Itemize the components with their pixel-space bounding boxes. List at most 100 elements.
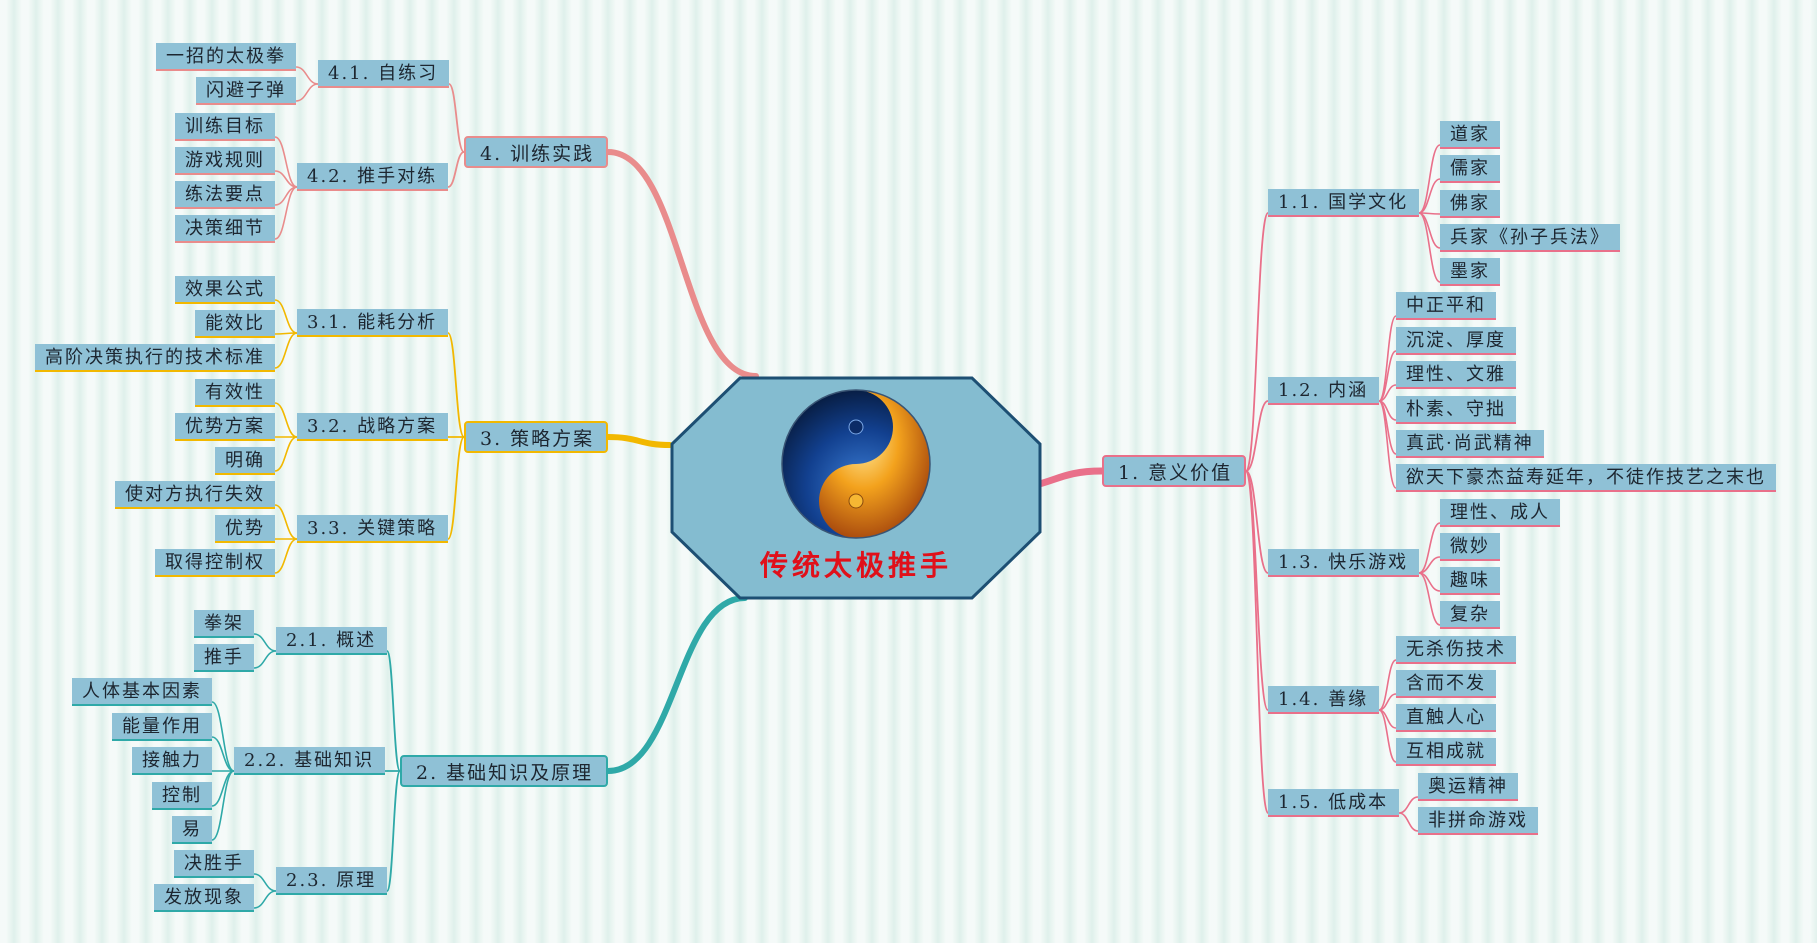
connector-b1-2-2 [1378, 350, 1397, 402]
leaf-b4-2-4[interactable]: 决策细节 [175, 215, 275, 243]
topic-b4[interactable]: 4. 训练实践 [464, 136, 608, 168]
leaf-b3-1-2[interactable]: 能效比 [195, 310, 275, 338]
leaf-b1-5-1[interactable]: 奥运精神 [1418, 773, 1518, 801]
connector-b1-2-6 [1378, 400, 1397, 489]
leaf-b4-2-2[interactable]: 游戏规则 [175, 147, 275, 175]
leaf-b1-2-4[interactable]: 朴素、守拙 [1396, 396, 1516, 424]
topic-b2[interactable]: 2. 基础知识及原理 [400, 755, 608, 787]
central-topic-title: 传统太极推手 [759, 549, 952, 582]
subtopic-b2-2[interactable]: 2.2. 基础知识 [234, 747, 385, 775]
subtopic-b2-3[interactable]: 2.3. 原理 [276, 867, 387, 895]
leaf-b1-1-5[interactable]: 墨家 [1440, 258, 1500, 286]
leaf-b1-1-4[interactable]: 兵家《孙子兵法》 [1440, 224, 1620, 252]
central-topic-shape [670, 376, 1042, 600]
connector-b2-3 [386, 770, 401, 892]
leaf-b1-3-1[interactable]: 理性、成人 [1440, 499, 1560, 527]
connector-b2-2-1 [211, 701, 235, 772]
yin-yang-icon [781, 389, 931, 539]
subtopic-b2-1[interactable]: 2.1. 概述 [276, 627, 387, 655]
subtopic-b1-5[interactable]: 1.5. 低成本 [1268, 789, 1399, 817]
connector-b1-3-4 [1418, 572, 1441, 626]
leaf-b1-1-3[interactable]: 佛家 [1440, 190, 1500, 218]
connector-b3-2-1 [274, 402, 298, 438]
leaf-b1-1-1[interactable]: 道家 [1440, 121, 1500, 149]
connector-b3-1 [447, 332, 465, 438]
subtopic-b1-1[interactable]: 1.1. 国学文化 [1268, 189, 1419, 217]
leaf-b3-2-3[interactable]: 明确 [215, 447, 275, 475]
leaf-b1-2-2[interactable]: 沉淀、厚度 [1396, 327, 1516, 355]
leaf-b2-2-2[interactable]: 能量作用 [112, 713, 212, 741]
central-topic[interactable]: 传统太极推手 [670, 376, 1042, 600]
connector-b4-2-4 [274, 186, 298, 240]
connector-b2-2-2 [211, 736, 235, 772]
leaf-b1-4-2[interactable]: 含而不发 [1396, 670, 1496, 698]
leaf-b3-3-3[interactable]: 取得控制权 [155, 549, 275, 577]
leaf-b4-2-1[interactable]: 训练目标 [175, 113, 275, 141]
subtopic-b1-3[interactable]: 1.3. 快乐游戏 [1268, 549, 1419, 577]
leaf-b1-2-6[interactable]: 欲天下豪杰益寿延年，不徒作技艺之末也 [1396, 464, 1776, 492]
connector-b1-3-1 [1418, 522, 1441, 574]
leaf-b1-1-2[interactable]: 儒家 [1440, 155, 1500, 183]
connector-b2 [605, 595, 748, 774]
connector-b1-4-4 [1378, 709, 1397, 763]
topic-b3[interactable]: 3. 策略方案 [464, 421, 608, 453]
leaf-b2-1-1[interactable]: 拳架 [194, 610, 254, 638]
connector-b1-4 [1245, 470, 1269, 711]
leaf-b2-2-5[interactable]: 易 [172, 816, 212, 844]
leaf-b3-2-2[interactable]: 优势方案 [175, 413, 275, 441]
leaf-b2-3-2[interactable]: 发放现象 [154, 884, 254, 912]
connector-b4-1-1 [295, 66, 319, 85]
connector-b1-1-2 [1418, 178, 1441, 214]
connector-b3-3 [447, 436, 465, 540]
connector-b3-3-1 [274, 504, 298, 540]
leaf-b3-3-2[interactable]: 优势 [215, 515, 275, 543]
subtopic-b3-1[interactable]: 3.1. 能耗分析 [297, 309, 448, 337]
leaf-b1-4-4[interactable]: 互相成就 [1396, 738, 1496, 766]
leaf-b3-2-1[interactable]: 有效性 [195, 379, 275, 407]
connector-b1-5 [1245, 470, 1269, 814]
connector-b3-2-3 [274, 436, 298, 472]
subtopic-b4-1[interactable]: 4.1. 自练习 [318, 60, 449, 88]
leaf-b4-1-1[interactable]: 一招的太极拳 [156, 43, 296, 71]
connector-b3-1-3 [274, 332, 298, 369]
leaf-b1-4-3[interactable]: 直触人心 [1396, 704, 1496, 732]
leaf-b2-3-1[interactable]: 决胜手 [174, 850, 254, 878]
leaf-b4-2-3[interactable]: 练法要点 [175, 181, 275, 209]
subtopic-b3-3[interactable]: 3.3. 关键策略 [297, 515, 448, 543]
subtopic-b4-2[interactable]: 4.2. 推手对练 [297, 163, 448, 191]
leaf-b1-5-2[interactable]: 非拼命游戏 [1418, 807, 1538, 835]
leaf-b1-2-5[interactable]: 真武·尚武精神 [1396, 430, 1544, 458]
leaf-b1-2-3[interactable]: 理性、文雅 [1396, 361, 1516, 389]
subtopic-b3-2[interactable]: 3.2. 战略方案 [297, 413, 448, 441]
topic-b1[interactable]: 1. 意义价值 [1102, 455, 1246, 487]
connector-b3-3-3 [274, 538, 298, 574]
leaf-b2-2-3[interactable]: 接触力 [132, 747, 212, 775]
leaf-b2-2-4[interactable]: 控制 [152, 782, 212, 810]
leaf-b2-2-1[interactable]: 人体基本因素 [72, 678, 212, 706]
connector-b4-2-1 [274, 136, 298, 188]
subtopic-b1-2[interactable]: 1.2. 内涵 [1268, 377, 1379, 405]
connector-b1-1-5 [1418, 212, 1441, 283]
leaf-b1-3-2[interactable]: 微妙 [1440, 533, 1500, 561]
connector-b4-1 [448, 83, 465, 153]
connector-b2-3-2 [253, 890, 277, 909]
connector-b1-1-1 [1418, 144, 1441, 214]
connector-b3-1-1 [274, 299, 298, 334]
connector-b2-1-2 [253, 650, 277, 669]
subtopic-b1-4[interactable]: 1.4. 善缘 [1268, 686, 1379, 714]
leaf-b3-1-1[interactable]: 效果公式 [175, 276, 275, 304]
connector-b2-3-1 [253, 873, 277, 892]
connector-b2-1 [386, 650, 401, 772]
connector-b1-4-1 [1378, 659, 1397, 711]
leaf-b1-3-4[interactable]: 复杂 [1440, 601, 1500, 629]
leaf-b2-1-2[interactable]: 推手 [194, 644, 254, 672]
leaf-b4-1-2[interactable]: 闪避子弹 [196, 77, 296, 105]
connector-b4-1-2 [295, 83, 319, 102]
connector-b1-3 [1245, 470, 1269, 574]
leaf-b1-3-3[interactable]: 趣味 [1440, 567, 1500, 595]
leaf-b1-2-1[interactable]: 中正平和 [1396, 292, 1496, 320]
leaf-b3-1-3[interactable]: 高阶决策执行的技术标准 [35, 344, 275, 372]
leaf-b1-4-1[interactable]: 无杀伤技术 [1396, 636, 1516, 664]
leaf-b3-3-1[interactable]: 使对方执行失效 [115, 481, 275, 509]
